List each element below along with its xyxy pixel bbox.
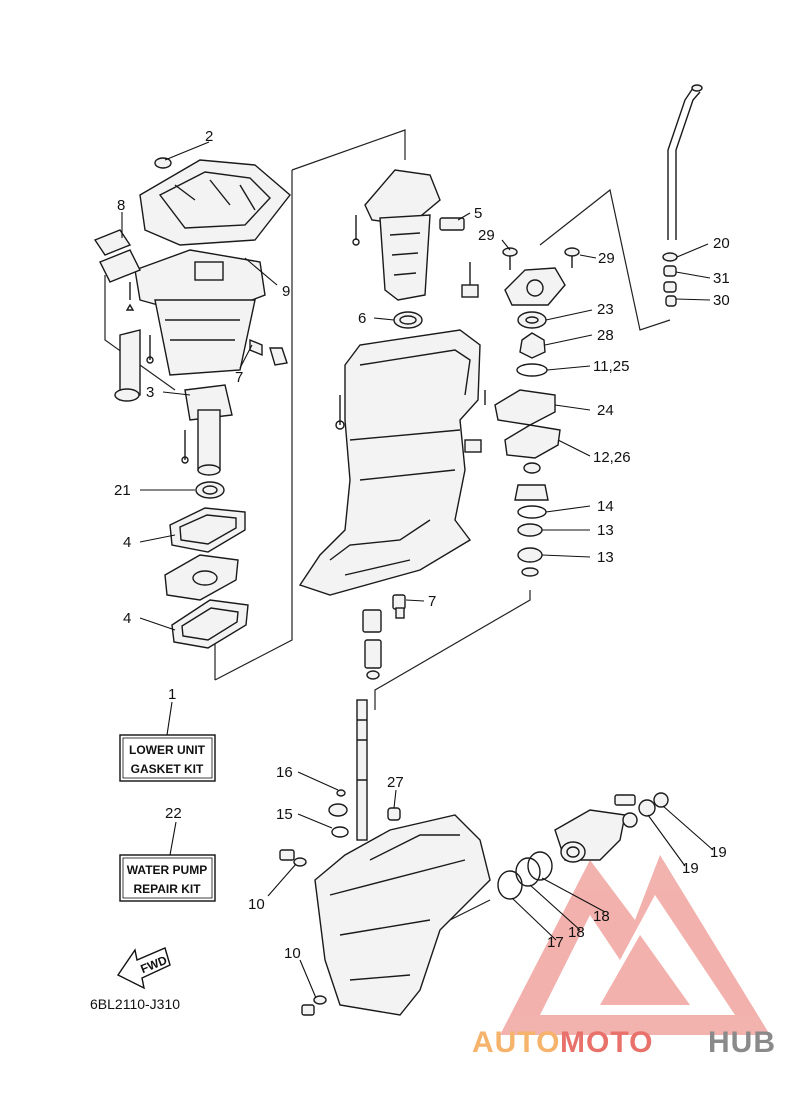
oring-11[interactable]: [516, 363, 548, 377]
callout-9: 9: [282, 283, 290, 300]
callout-6: 6: [358, 310, 366, 327]
orings-17-18[interactable]: [497, 851, 553, 900]
exhaust-guide-left[interactable]: [154, 299, 256, 376]
seal-6[interactable]: [393, 311, 423, 329]
collar-parts[interactable]: [362, 609, 382, 680]
callout-14: 14: [597, 498, 614, 515]
callout-27: 27: [387, 774, 404, 791]
bolts-left[interactable]: [125, 282, 288, 464]
callout-18a: 18: [593, 908, 610, 925]
callout-24: 24: [597, 402, 614, 419]
callout-4b: 4: [123, 610, 131, 627]
callout-31: 31: [713, 270, 730, 287]
clip-5[interactable]: [439, 217, 465, 231]
kit-1-line1: LOWER UNIT: [129, 743, 206, 757]
kit-number-1: 1: [168, 686, 176, 703]
watermark-text-auto: AUTO: [472, 1026, 560, 1059]
callout-5: 5: [474, 205, 482, 222]
drive-shaft-housing[interactable]: [298, 329, 481, 596]
kit-box-lower-unit-gasket[interactable]: 1 LOWER UNIT GASKET KIT: [119, 686, 216, 782]
seal-21[interactable]: [195, 481, 225, 499]
upper-exhaust-plate[interactable]: [364, 169, 441, 301]
callout-29b: 29: [598, 250, 615, 267]
callout-20: 20: [713, 235, 730, 252]
seal-parts-15-16[interactable]: [328, 789, 349, 838]
water-tube[interactable]: [667, 84, 703, 240]
plate-mid-left[interactable]: [164, 554, 239, 601]
outer-plate-24[interactable]: [494, 389, 556, 426]
kit-22-line2: REPAIR KIT: [133, 882, 201, 896]
watermark-text-hub: HUB: [708, 1026, 776, 1059]
damper-7-center[interactable]: [392, 594, 406, 619]
callout-19b: 19: [682, 860, 699, 877]
insert-cartridge-23[interactable]: [517, 311, 547, 329]
group-line-upper-left: [214, 170, 293, 681]
callout-28: 28: [597, 327, 614, 344]
watermark-text: AUTO MOTO HUB: [472, 1026, 776, 1059]
group-line-mid: [374, 590, 531, 710]
callout-7b: 7: [428, 593, 436, 610]
callout-30: 30: [713, 292, 730, 309]
callout-29a: 29: [478, 227, 495, 244]
group-line-pump: [539, 188, 671, 331]
upper-casing-cover[interactable]: [139, 157, 291, 246]
gasket-12[interactable]: [504, 424, 561, 459]
callout-18b: 18: [568, 924, 585, 941]
callout-21: 21: [114, 482, 131, 499]
plate-3[interactable]: [184, 384, 233, 476]
callout-2: 2: [205, 128, 213, 145]
pump-housing[interactable]: [504, 267, 566, 306]
lower-unit-housing[interactable]: [314, 814, 491, 1016]
gasket-4-upper[interactable]: [169, 507, 246, 553]
kit-box-water-pump-repair[interactable]: 22 WATER PUMP REPAIR KIT: [119, 805, 216, 902]
bolts-10[interactable]: [279, 849, 327, 1016]
callout-10b: 10: [284, 945, 301, 962]
seals-19[interactable]: [622, 792, 669, 828]
pipe-left[interactable]: [114, 329, 141, 402]
callout-10a: 10: [248, 896, 265, 913]
gasket-4-lower[interactable]: [171, 599, 249, 649]
watermark-text-moto: MOTO: [560, 1026, 653, 1059]
drive-shaft[interactable]: [356, 699, 368, 841]
callout-19a: 19: [710, 844, 727, 861]
kit-1-line2: GASKET KIT: [131, 762, 204, 776]
group-line-left: [104, 275, 176, 391]
kit-22-line1: WATER PUMP: [127, 863, 207, 877]
bracket-8[interactable]: [93, 229, 141, 283]
grommets-20-31-30[interactable]: [662, 252, 678, 307]
damper-27[interactable]: [387, 807, 401, 821]
kit-number-22: 22: [165, 805, 182, 822]
callout-23: 23: [597, 301, 614, 318]
leader-lines: [121, 141, 714, 999]
callout-8: 8: [117, 197, 125, 214]
propeller-shaft-housing[interactable]: [554, 794, 636, 863]
callout-12-26: 12,26: [593, 449, 631, 466]
bolts-29[interactable]: [502, 247, 580, 270]
callout-7: 7: [235, 369, 243, 386]
callout-4a: 4: [123, 534, 131, 551]
callout-16: 16: [276, 764, 293, 781]
callout-13b: 13: [597, 549, 614, 566]
callout-13a: 13: [597, 522, 614, 539]
callout-11-25: 11,25: [593, 358, 629, 375]
group-line-top: [291, 129, 406, 171]
watermark-logo-icon: [500, 855, 770, 1035]
callout-3: 3: [146, 384, 154, 401]
bolts-center[interactable]: [335, 215, 486, 453]
catalog-code: 6BL2110-J310: [90, 996, 180, 1012]
fwd-arrow-icon: FWD: [116, 947, 171, 990]
callout-15: 15: [276, 806, 293, 823]
callout-labels: 2 8 9 7 3 21 4 4 5 6 29 29 20 31 30 23 2…: [114, 128, 730, 962]
callout-17a: 17: [547, 934, 564, 951]
bearing-stack[interactable]: [514, 462, 549, 577]
impeller-28[interactable]: [519, 332, 546, 359]
